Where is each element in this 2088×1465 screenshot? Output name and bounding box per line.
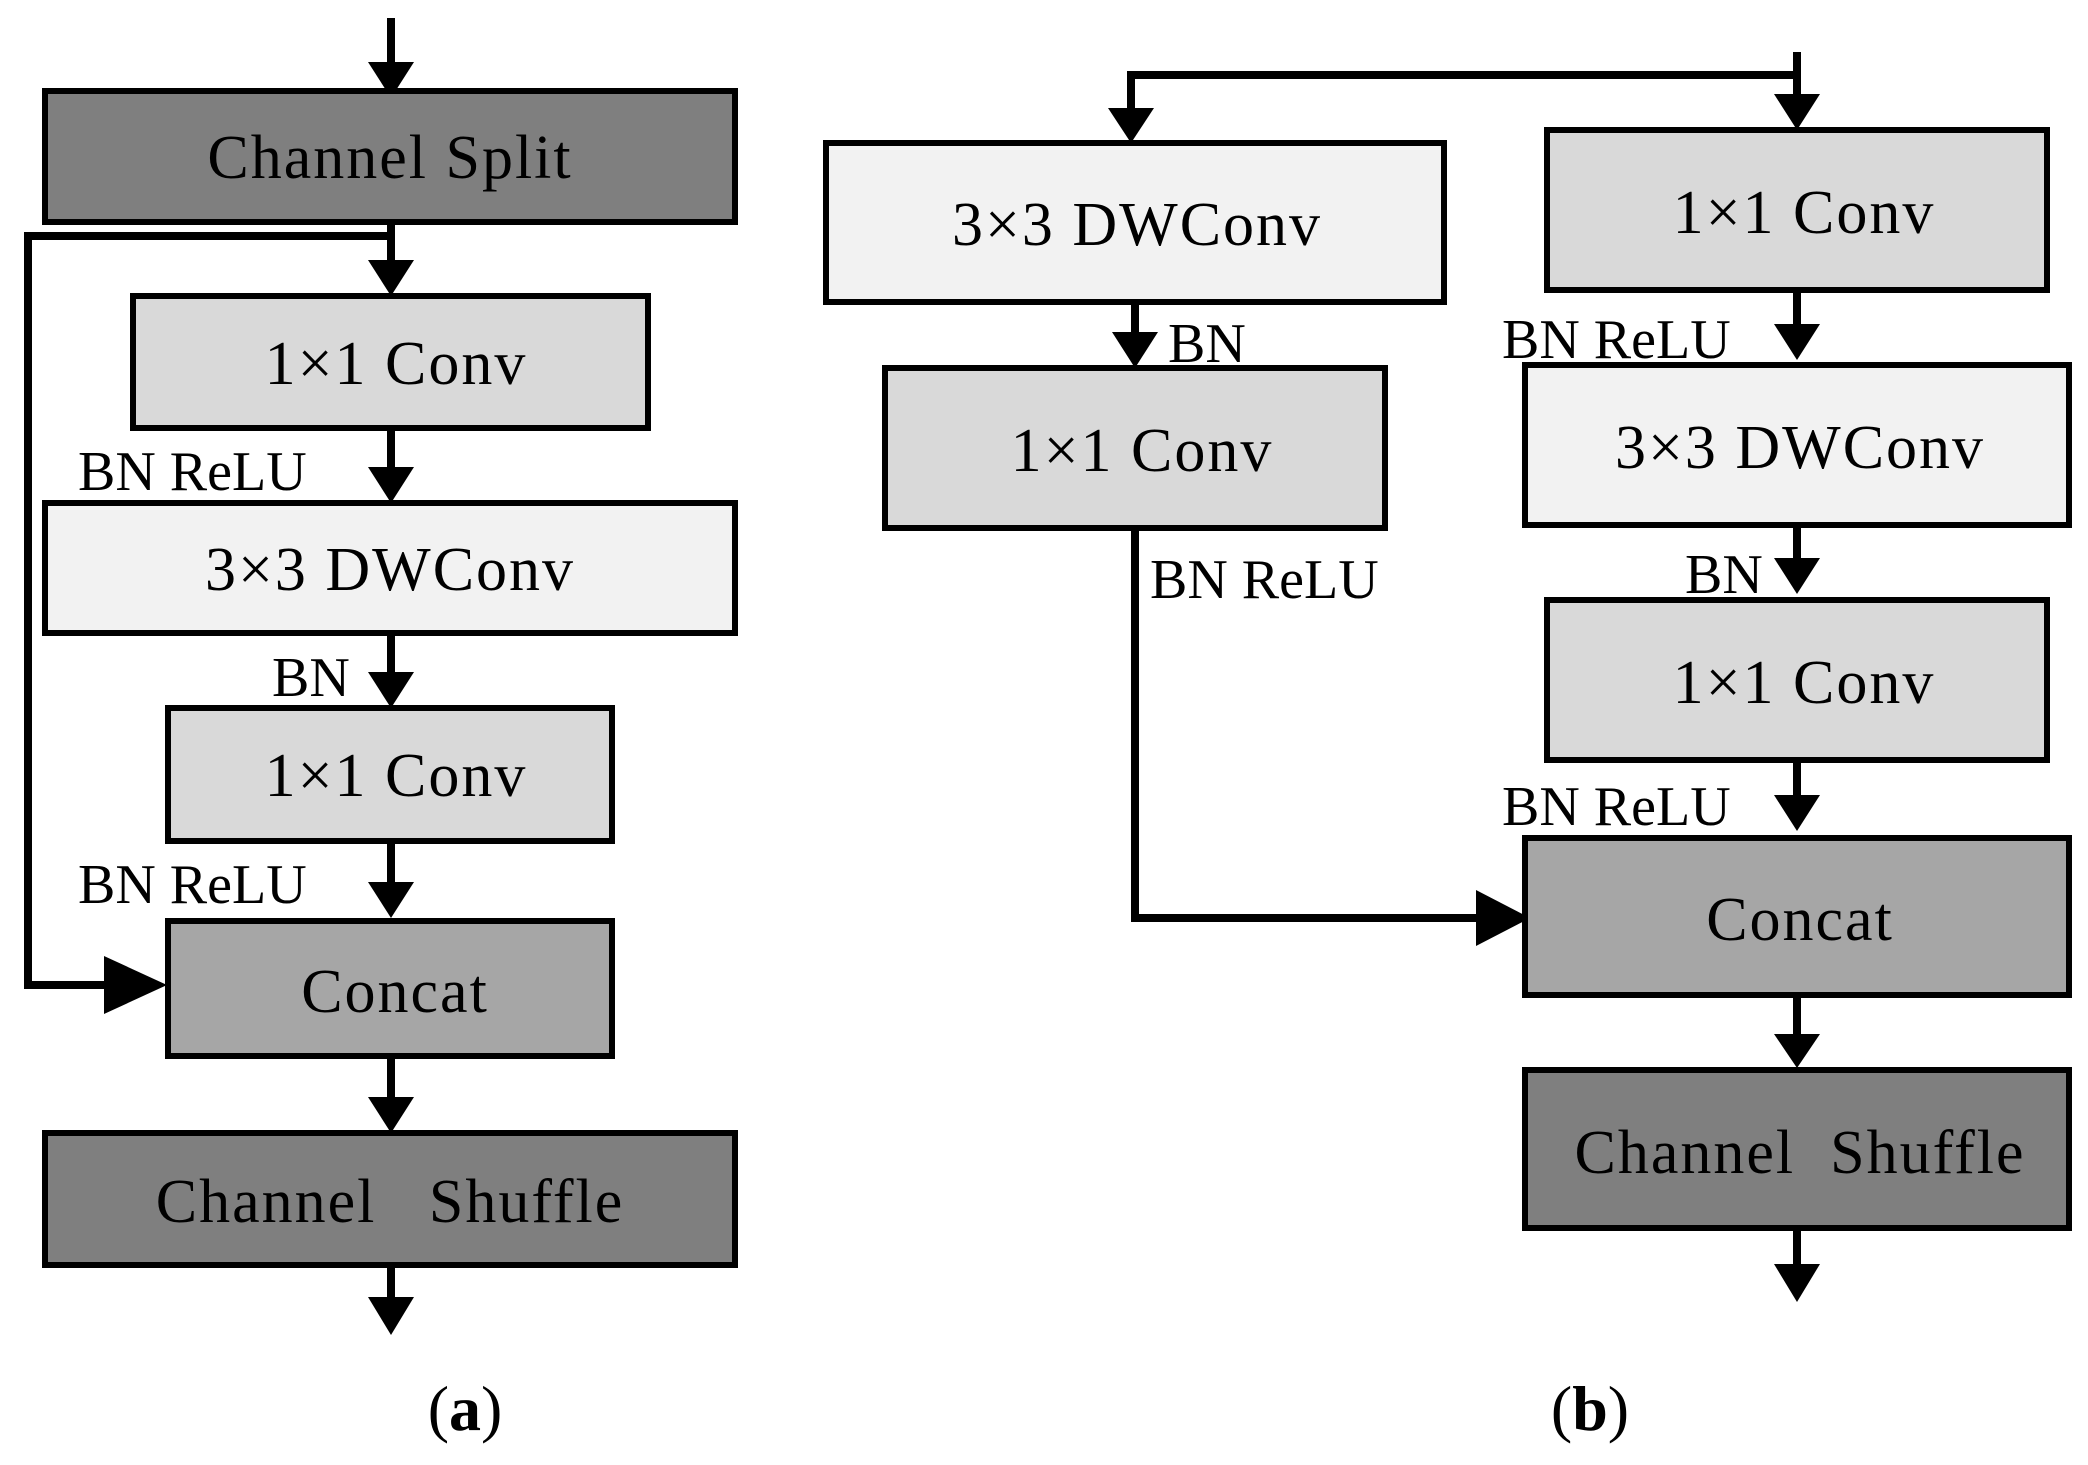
b-caption-close: ) [1608, 1373, 1629, 1444]
b-right-dwconv-arrowhead [1774, 324, 1820, 360]
a-dwconv-block: 3×3 DWConv [42, 500, 738, 636]
a-output-arrowhead [368, 1297, 414, 1335]
a-shortcut-line [24, 232, 391, 989]
a-channel-split-label: Channel Split [207, 124, 572, 192]
b-shuffle-label: Channel Shuffle [1574, 1119, 2025, 1187]
a-caption-open: ( [428, 1373, 449, 1444]
b-left-dwconv-block: 3×3 DWConv [823, 140, 1447, 305]
b-concat-right-arrowhead [1774, 795, 1820, 831]
b-right-dwconv-box [1522, 362, 2072, 528]
a-shortcut-arrowhead [104, 956, 167, 1014]
b-left-bn-relu-annotation: BN ReLU [1150, 549, 1379, 611]
a-concat-label: Concat [301, 958, 489, 1026]
a-conv1-label: 1×1 Conv [265, 330, 528, 398]
b-concat-block: Concat [1522, 835, 2072, 998]
b-left-conv-label: 1×1 Conv [1011, 417, 1274, 485]
a-shuffle-label: Channel Shuffle [156, 1168, 625, 1236]
b-left-bn-annotation: BN [1168, 313, 1246, 375]
b-right-input-arrowhead [1774, 94, 1820, 130]
a-concat-arrowhead [368, 882, 414, 918]
b-left-dwconv-label: 3×3 DWConv [952, 191, 1322, 259]
b-left-conv-box [882, 365, 1388, 531]
a-conv1-arrowhead [368, 260, 414, 296]
diagram-a: Channel Split 1×1 Conv 3×3 DWConv 1×1 Co… [24, 18, 738, 1444]
a-conv2-arrowhead [368, 672, 414, 708]
a-channel-split-box [42, 88, 738, 225]
diagram-a-arrowheads [104, 62, 414, 1335]
b-right-dwconv-block: 3×3 DWConv [1522, 362, 2072, 528]
a-conv2-box [165, 705, 615, 844]
a-channel-split-block: Channel Split [42, 88, 738, 225]
b-right-conv1-box [1544, 127, 2050, 293]
b-right-conv2-block: 1×1 Conv [1544, 597, 2050, 763]
a-input-arrowhead [368, 62, 414, 98]
b-input-split-line [1127, 71, 1797, 115]
b-right-conv1-label: 1×1 Conv [1673, 179, 1936, 247]
b-right-bn-relu-annotation-2: BN ReLU [1502, 776, 1731, 838]
a-conv1-box [130, 293, 651, 431]
diagram-a-connectors [24, 18, 395, 1305]
a-conv1-block: 1×1 Conv [130, 293, 651, 431]
a-dwconv-box [42, 500, 738, 636]
a-caption: (a) [428, 1373, 503, 1444]
b-right-conv1-block: 1×1 Conv [1544, 127, 2050, 293]
a-caption-letter: a [449, 1373, 481, 1444]
a-concat-box [165, 918, 615, 1059]
b-left-conv-block: 1×1 Conv [882, 365, 1388, 531]
b-left-to-concat-line [1131, 528, 1490, 922]
b-caption-letter: b [1572, 1373, 1608, 1444]
a-conv2-block: 1×1 Conv [165, 705, 615, 844]
b-right-conv2-box [1544, 597, 2050, 763]
b-concat-box [1522, 835, 2072, 998]
a-bn-annotation: BN [272, 647, 350, 709]
b-right-conv2-arrowhead [1774, 558, 1820, 594]
b-left-input-arrowhead [1108, 108, 1154, 143]
b-left-dwconv-box [823, 140, 1447, 305]
b-right-bn-relu-annotation-1: BN ReLU [1502, 309, 1731, 371]
a-shuffle-arrowhead [368, 1097, 414, 1133]
b-shuffle-arrowhead [1774, 1034, 1820, 1068]
a-shuffle-box [42, 1130, 738, 1268]
b-output-arrowhead [1774, 1264, 1820, 1302]
b-concat-label: Concat [1706, 886, 1894, 954]
a-bn-relu-annotation-1: BN ReLU [78, 441, 307, 503]
b-shuffle-box [1522, 1067, 2072, 1231]
b-concat-left-arrowhead [1476, 890, 1530, 946]
a-shuffle-block: Channel Shuffle [42, 1130, 738, 1268]
b-right-conv2-label: 1×1 Conv [1673, 649, 1936, 717]
b-caption: (b) [1551, 1373, 1629, 1444]
a-bn-relu-annotation-2: BN ReLU [78, 854, 307, 916]
diagram-b: 3×3 DWConv 1×1 Conv 1×1 Conv 3×3 DWConv … [823, 52, 2072, 1444]
a-caption-close: ) [481, 1373, 502, 1444]
a-dwconv-label: 3×3 DWConv [205, 536, 575, 604]
b-right-dwconv-label: 3×3 DWConv [1615, 414, 1985, 482]
diagram-b-arrowheads [1108, 94, 1820, 1302]
b-right-bn-annotation: BN [1685, 544, 1763, 606]
a-dwconv-arrowhead [368, 467, 414, 503]
b-shuffle-block: Channel Shuffle [1522, 1067, 2072, 1231]
a-conv2-label: 1×1 Conv [265, 742, 528, 810]
b-left-conv-arrowhead [1112, 332, 1158, 368]
a-concat-block: Concat [165, 918, 615, 1059]
b-caption-open: ( [1551, 1373, 1572, 1444]
